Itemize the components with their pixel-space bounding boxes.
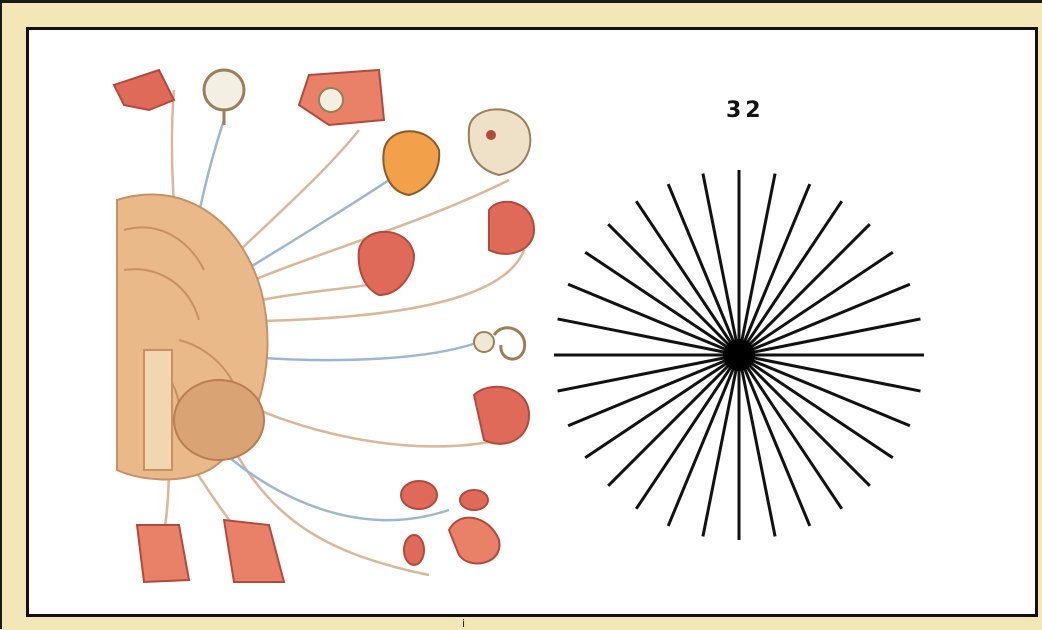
starburst-icon bbox=[549, 165, 929, 545]
neck-muscle-icon bbox=[137, 520, 284, 582]
mouth-icon bbox=[489, 202, 534, 254]
starburst-spoke bbox=[739, 355, 870, 486]
throat-icon bbox=[474, 387, 529, 444]
bottom-marker: i bbox=[462, 617, 465, 630]
starburst-spoke bbox=[608, 224, 739, 355]
trial-number: 32 bbox=[726, 98, 765, 123]
starburst-spoke bbox=[608, 355, 739, 486]
eye-muscle-icon bbox=[299, 70, 384, 125]
brain-anatomy-icon bbox=[117, 194, 268, 479]
face-muscle-icon bbox=[359, 232, 414, 295]
viscera-icon bbox=[401, 481, 499, 565]
cranial-nerves-illustration bbox=[29, 30, 549, 617]
skull-icon bbox=[469, 109, 530, 175]
nose-icon bbox=[114, 70, 174, 110]
stimulus-panel: 32 bbox=[26, 27, 1038, 617]
eyeball-icon bbox=[204, 70, 244, 125]
inner-ear-icon bbox=[474, 328, 525, 359]
face-sensory-icon bbox=[383, 131, 439, 195]
starburst-spoke bbox=[739, 224, 870, 355]
